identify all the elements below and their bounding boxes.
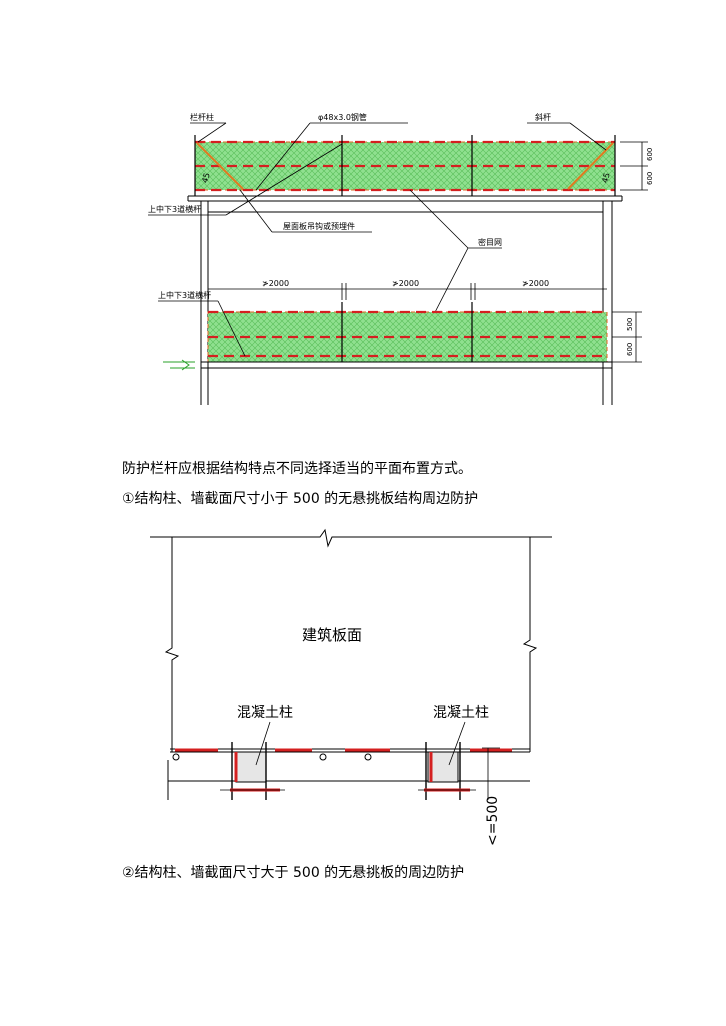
span-dimension-line: [208, 283, 607, 300]
label-brace: 斜杆: [535, 112, 551, 122]
floor-slab: [201, 361, 612, 369]
left-column-label: 混凝土柱: [237, 705, 293, 721]
label-rails-bottom: 上中下3道横杆: [158, 290, 211, 300]
bottom-dim-500: 500: [626, 318, 634, 331]
lower-posts: [341, 302, 473, 362]
roof-slab: [187, 195, 623, 202]
paragraph-case-1: ①结构柱、墙截面尺寸小于 500 的无悬挑板结构周边防护: [122, 491, 479, 507]
top-dimension-lines: [620, 141, 648, 191]
label-post: 栏杆柱: [190, 112, 214, 122]
label-steel-pipe: φ48x3.0钢管: [318, 112, 367, 122]
angle-label-right: 45: [600, 172, 611, 184]
diagonal-braces: [196, 142, 614, 190]
span-label-2: ≯2000: [392, 279, 419, 288]
label-embedded-part: 屋面板吊钩或预埋件: [283, 221, 355, 231]
top-dim-600-a: 600: [646, 148, 654, 161]
paragraph-case-2: ②结构柱、墙截面尺寸大于 500 的无悬挑板的周边防护: [122, 865, 465, 881]
bottom-dimension-lines: [612, 311, 642, 363]
upper-rails: [195, 140, 615, 192]
top-dim-600-b: 600: [646, 172, 654, 185]
paragraph-layout-intro: 防护栏杆应根据结构特点不同选择适当的平面布置方式。: [122, 461, 472, 477]
bottom-dim-600: 600: [626, 343, 634, 356]
right-column-label: 混凝土柱: [433, 705, 489, 721]
angle-label-left: 45: [200, 172, 211, 184]
slab-label: 建筑板面: [302, 626, 362, 644]
rail-bolts: [172, 753, 372, 761]
label-rails-top: 上中下3道横杆: [148, 204, 201, 214]
span-label-3: ≯2000: [522, 279, 549, 288]
building-walls: [200, 201, 613, 405]
elevation-marker: [163, 359, 195, 371]
guardrail-elevation-diagram: 45 45 600 600 栏杆柱 φ48x3.0钢管 斜杆 上中下3道横杆 屋…: [148, 112, 654, 405]
label-safety-net: 密目网: [478, 237, 502, 247]
slab-outline: [150, 528, 552, 800]
span-label-1: ≯2000: [262, 279, 289, 288]
column-plan-diagram: 建筑板面 混凝土柱 混凝土柱 <=500: [150, 528, 552, 846]
edge-dimension-label: <=500: [485, 796, 501, 846]
right-column: [418, 742, 476, 800]
left-column: [220, 742, 285, 800]
upper-posts: [194, 135, 616, 196]
lower-rails: [208, 310, 607, 358]
edge-dimension-line: [482, 747, 500, 800]
edge-rails: [170, 748, 530, 753]
